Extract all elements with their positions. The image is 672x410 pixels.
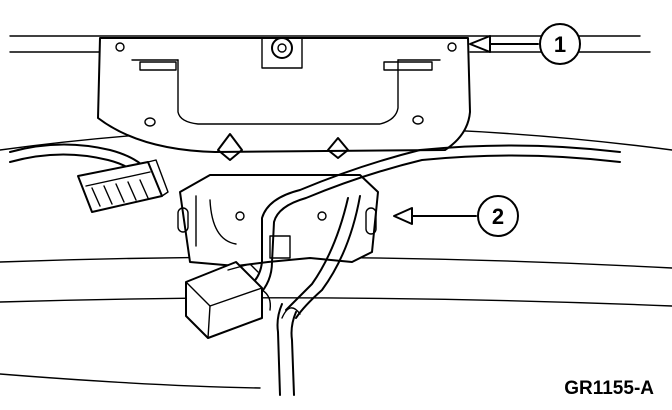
callout-1: 1: [469, 23, 581, 65]
lower-connector: [185, 261, 272, 339]
figure-id: GR1155-A: [564, 378, 654, 399]
wiring-harness: [9, 143, 621, 396]
callout-2-label: 2: [492, 204, 504, 229]
lower-bracket: [177, 174, 379, 267]
upper-bracket: [97, 37, 471, 161]
callout-1-label: 1: [554, 32, 566, 57]
callout-2: 2: [393, 195, 519, 237]
left-connector: [77, 159, 169, 213]
